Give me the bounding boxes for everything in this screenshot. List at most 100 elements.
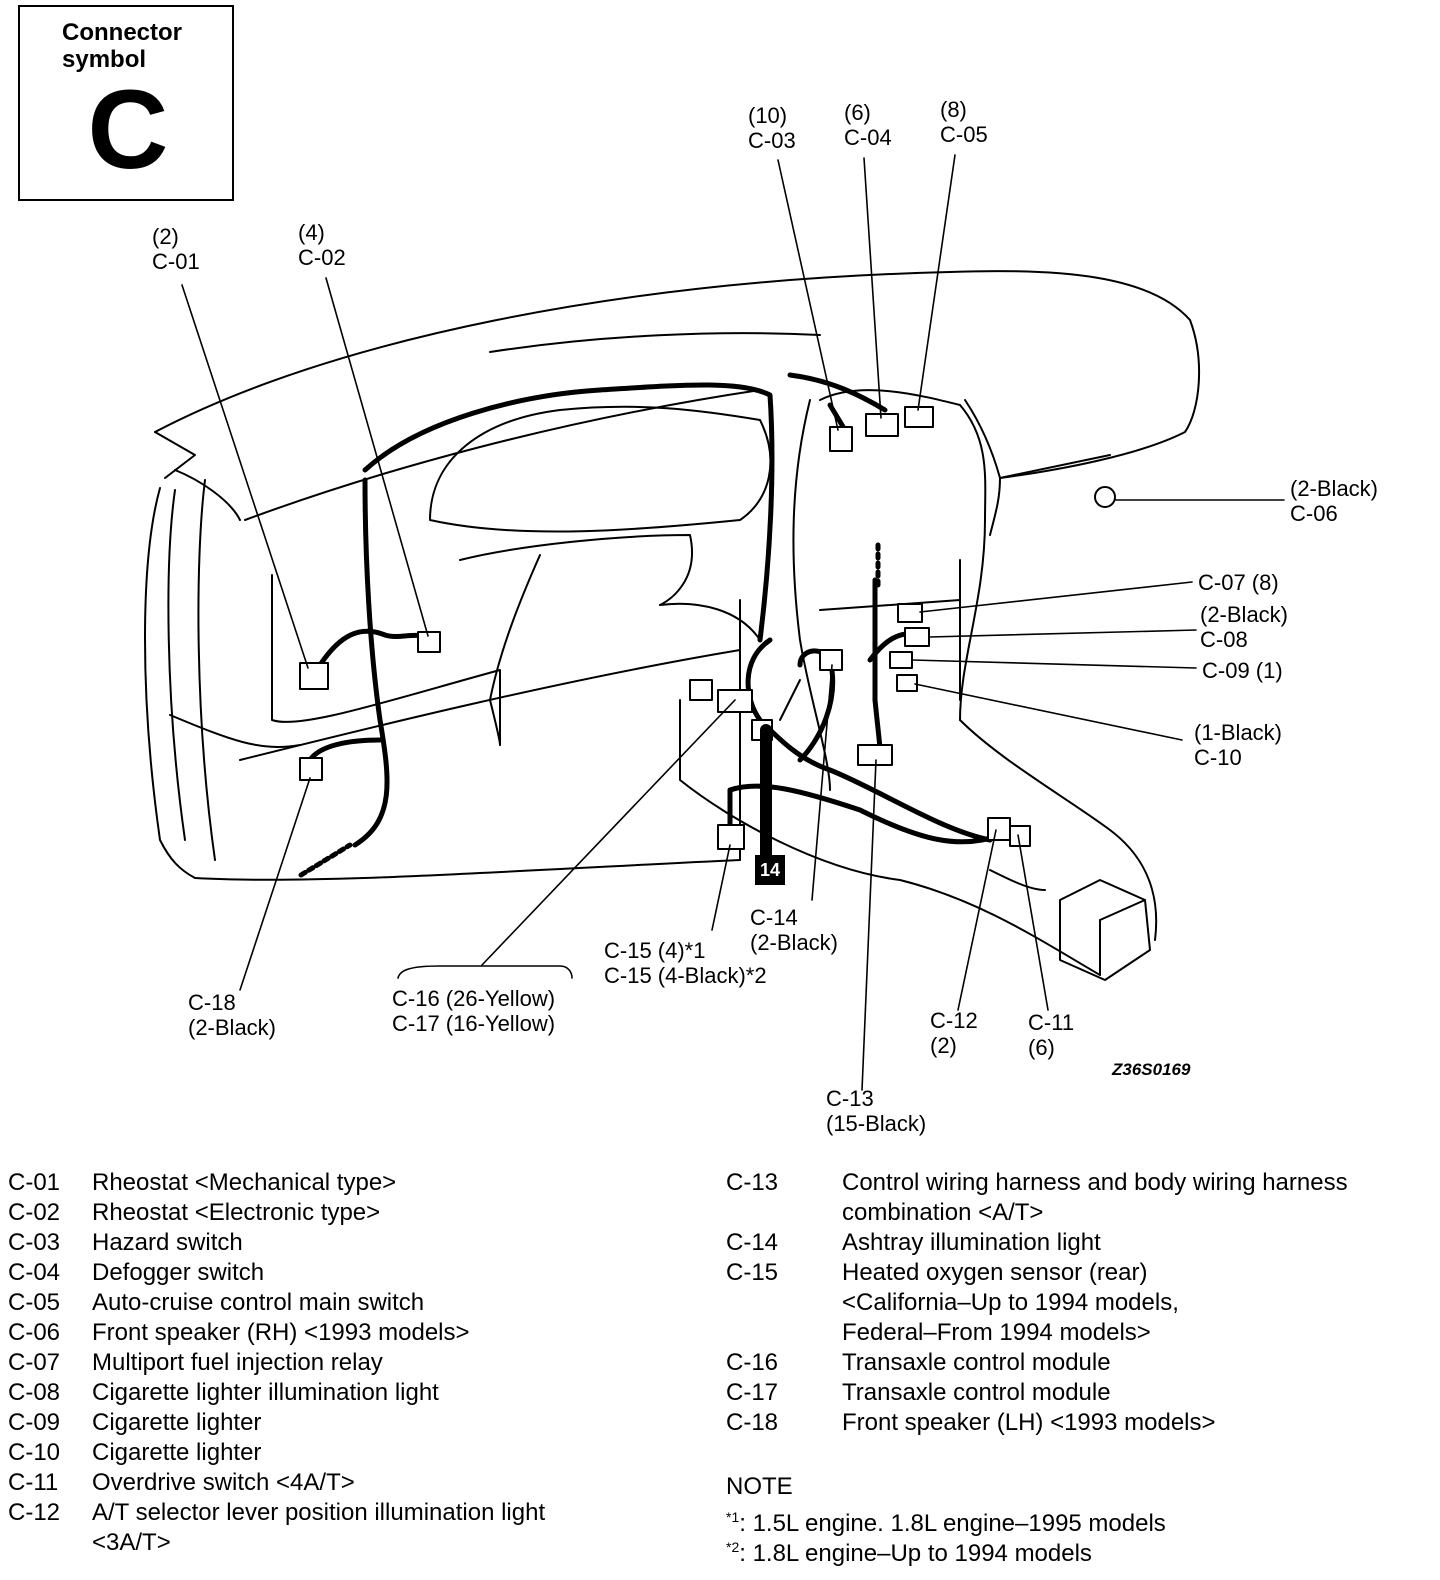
note-item-2: *2: 1.8L engine–Up to 1994 models bbox=[726, 1532, 1092, 1569]
callout-c07: C-07 (8) bbox=[1198, 570, 1279, 595]
callout-c15-line1: C-15 (4)*1 bbox=[604, 938, 706, 963]
callout-c16-c17: C-16 (26-Yellow) C-17 (16-Yellow) bbox=[392, 986, 555, 1036]
legend-row: C-05 Auto-cruise control main switch bbox=[8, 1288, 708, 1318]
callout-c18-pins: (2-Black) bbox=[188, 1015, 277, 1040]
legend-desc: Auto-cruise control main switch bbox=[92, 1289, 425, 1316]
legend-row: <California–Up to 1994 models, bbox=[726, 1288, 1426, 1318]
callout-c14-code: C-14 bbox=[750, 905, 798, 930]
legend-desc: combination <A/T> bbox=[842, 1199, 1044, 1226]
legend-code: C-02 bbox=[8, 1199, 61, 1226]
legend-left: C-01 Rheostat <Mechanical type> C-02 Rheos… bbox=[8, 1168, 708, 1558]
callout-c08-code: C-08 bbox=[1200, 627, 1248, 652]
callout-c03-pins: (10) bbox=[748, 103, 788, 128]
connector-symbol-letter: C bbox=[87, 67, 169, 192]
legend-code: C-13 bbox=[726, 1169, 779, 1196]
callout-c10-pins: (1-Black) bbox=[1194, 720, 1283, 745]
legend-desc: A/T selector lever position illumination… bbox=[92, 1499, 546, 1526]
legend-row: C-01 Rheostat <Mechanical type> bbox=[8, 1168, 708, 1198]
callout-c06-pins: (2-Black) bbox=[1290, 476, 1379, 501]
callout-c07-code: C-07 (8) bbox=[1198, 570, 1279, 595]
callout-c05-pins: (8) bbox=[940, 97, 967, 122]
connector-symbol-caption: Connector symbol bbox=[62, 19, 182, 73]
callout-c04-pins: (6) bbox=[844, 100, 871, 125]
callout-c02-code: C-02 bbox=[298, 245, 346, 270]
legend-code: C-07 bbox=[8, 1349, 61, 1376]
callout-c09: C-09 (1) bbox=[1202, 658, 1283, 683]
legend-row: C-13 Control wiring harness and body wiri… bbox=[726, 1168, 1426, 1198]
legend-desc: Front speaker (RH) <1993 models> bbox=[92, 1319, 470, 1346]
callout-c13-pins: (15-Black) bbox=[826, 1111, 927, 1136]
legend-code: C-18 bbox=[726, 1409, 779, 1436]
legend-row: C-18 Front speaker (LH) <1993 models> bbox=[726, 1408, 1426, 1438]
connectors bbox=[299, 406, 1116, 850]
note-mark: *1 bbox=[726, 1509, 740, 1525]
callout-c08-pins: (2-Black) bbox=[1200, 602, 1289, 627]
legend-desc: Heated oxygen sensor (rear) bbox=[842, 1259, 1148, 1286]
legend-row: C-07 Multiport fuel injection relay bbox=[8, 1348, 708, 1378]
legend-desc: Ashtray illumination light bbox=[842, 1229, 1101, 1256]
legend-code: C-05 bbox=[8, 1289, 61, 1316]
callout-c05: (8) C-05 bbox=[940, 97, 988, 147]
legend-desc: Multiport fuel injection relay bbox=[92, 1349, 383, 1376]
legend-desc: Federal–From 1994 models> bbox=[842, 1319, 1151, 1346]
legend-desc: Front speaker (LH) <1993 models> bbox=[842, 1409, 1216, 1436]
note-mark: *2 bbox=[726, 1539, 740, 1555]
section-tag: 14 bbox=[755, 855, 785, 885]
legend-row: <3A/T> bbox=[8, 1528, 708, 1558]
callout-c06: (2-Black) C-06 bbox=[1290, 476, 1378, 526]
legend-code: C-03 bbox=[8, 1229, 61, 1256]
legend-code: C-15 bbox=[726, 1259, 779, 1286]
legend-code: C-08 bbox=[8, 1379, 61, 1406]
legend-desc: <California–Up to 1994 models, bbox=[842, 1289, 1179, 1316]
legend-code: C-12 bbox=[8, 1499, 61, 1526]
callout-c01: (2) C-01 bbox=[152, 224, 200, 274]
callout-c12: C-12 (2) bbox=[930, 1008, 978, 1058]
legend-code: C-11 bbox=[8, 1469, 59, 1496]
legend-desc: Control wiring harness and body wiring h… bbox=[842, 1169, 1348, 1196]
callout-c03: (10) C-03 bbox=[748, 103, 796, 153]
legend-desc: Transaxle control module bbox=[842, 1379, 1111, 1406]
legend-code: C-10 bbox=[8, 1439, 61, 1466]
callout-c08: (2-Black) C-08 bbox=[1200, 602, 1288, 652]
callout-c09-code: C-09 (1) bbox=[1202, 658, 1283, 683]
callout-c10: (1-Black) C-10 bbox=[1194, 720, 1282, 770]
callout-c04: (6) C-04 bbox=[844, 100, 892, 150]
callout-c02: (4) C-02 bbox=[298, 220, 346, 270]
legend-desc: Defogger switch bbox=[92, 1259, 265, 1286]
callout-c02-pins: (4) bbox=[298, 220, 325, 245]
connector-symbol-box: Connector symbol C bbox=[18, 5, 234, 201]
callout-c13-code: C-13 bbox=[826, 1086, 874, 1111]
legend-row: C-02 Rheostat <Electronic type> bbox=[8, 1198, 708, 1228]
legend-desc: Rheostat <Electronic type> bbox=[92, 1199, 381, 1226]
callout-c18-code: C-18 bbox=[188, 990, 236, 1015]
legend-code: C-01 bbox=[8, 1169, 61, 1196]
diagram-code: Z36S0169 bbox=[1112, 1060, 1191, 1079]
legend-row: C-06 Front speaker (RH) <1993 models> bbox=[8, 1318, 708, 1348]
legend-desc: Hazard switch bbox=[92, 1229, 243, 1256]
legend-desc: Transaxle control module bbox=[842, 1349, 1111, 1376]
note-text: : 1.8L engine–Up to 1994 models bbox=[739, 1540, 1092, 1567]
legend-desc: <3A/T> bbox=[92, 1529, 171, 1556]
legend-code: C-06 bbox=[8, 1319, 61, 1346]
legend-code: C-09 bbox=[8, 1409, 61, 1436]
callout-c17-code: C-17 (16-Yellow) bbox=[392, 1011, 556, 1036]
legend-right: C-13 Control wiring harness and body wiri… bbox=[726, 1168, 1426, 1438]
legend-row: C-15 Heated oxygen sensor (rear) bbox=[726, 1258, 1426, 1288]
callout-c14-pins: (2-Black) bbox=[750, 930, 839, 955]
callout-c05-code: C-05 bbox=[940, 122, 988, 147]
callout-c01-pins: (2) bbox=[152, 224, 179, 249]
wiring-harness bbox=[307, 372, 1003, 848]
dashboard-outline bbox=[144, 270, 1200, 981]
legend-row: C-03 Hazard switch bbox=[8, 1228, 708, 1258]
callout-c13: C-13 (15-Black) bbox=[826, 1086, 926, 1136]
legend-desc: Rheostat <Mechanical type> bbox=[92, 1169, 397, 1196]
